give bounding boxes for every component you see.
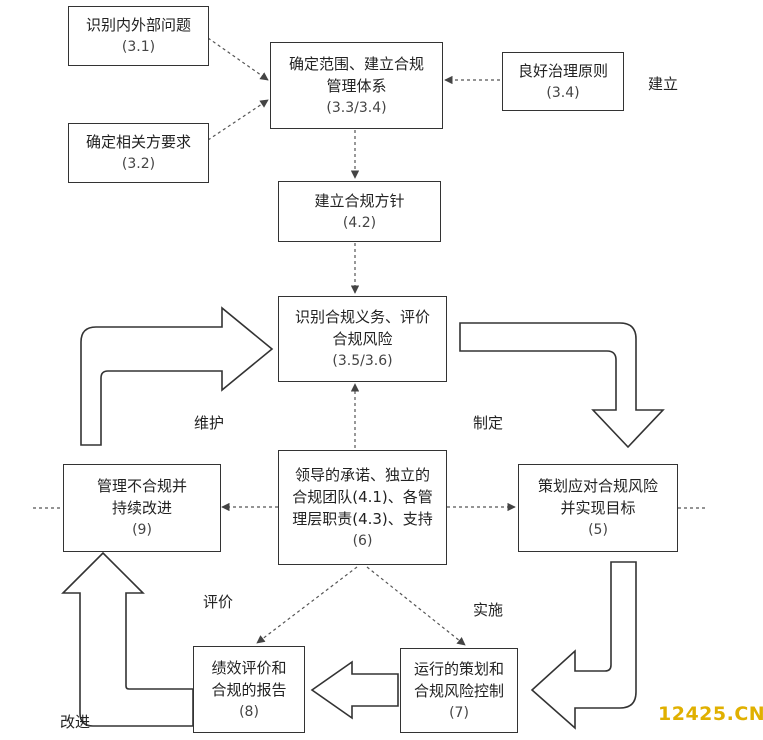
box-operation-control: 运行的策划和 合规风险控制 (7) xyxy=(400,648,518,733)
watermark-logo: 12425.CN xyxy=(658,703,763,725)
box-clause-number: (6) xyxy=(352,532,373,549)
label-formulate: 制定 xyxy=(473,414,504,432)
label-implement: 实施 xyxy=(473,601,504,619)
box-clause-number: (3.3/3.4) xyxy=(326,99,387,116)
maintain-bent-arrow xyxy=(80,306,274,446)
box-identify-issues: 识别内外部问题 (3.1) xyxy=(68,6,209,66)
box-line-1: 领导的承诺、独立的 xyxy=(294,465,430,484)
box-line-1: 确定范围、建立合规 xyxy=(288,54,424,73)
box-line-2: 合规风险控制 xyxy=(413,681,504,700)
implement-bent-arrow xyxy=(530,561,637,730)
box-leadership-support: 领导的承诺、独立的 合规团队(4.1)、各管 理层职责(4.3)、支持 (6) xyxy=(278,450,447,565)
formulate-bent-arrow xyxy=(459,322,665,449)
box-clause-number: (3.4) xyxy=(546,84,580,101)
box-clause-number: (5) xyxy=(588,522,608,538)
box-compliance-policy: 建立合规方针 (4.2) xyxy=(278,181,441,242)
box-stakeholder-requirements: 确定相关方要求 (3.2) xyxy=(68,123,209,183)
box-planning-objectives: 策划应对合规风险 并实现目标 (5) xyxy=(518,464,678,552)
arrow-32-to-33 xyxy=(207,99,269,141)
box-obligations-risk: 识别合规义务、评价 合规风险 (3.5/3.6) xyxy=(278,296,447,382)
box-line-2: 持续改进 xyxy=(111,499,172,517)
label-maintain: 维护 xyxy=(194,414,225,432)
box-clause-number: (4.2) xyxy=(342,214,377,231)
box-line-1: 策划应对合规风险 xyxy=(537,477,658,495)
box-line-2: 合规风险 xyxy=(332,330,393,348)
box-line-1: 运行的策划和 xyxy=(413,659,504,678)
label-establish: 建立 xyxy=(648,75,679,93)
box-line-2: 合规团队(4.1)、各管 xyxy=(292,487,433,506)
label-improve: 改进 xyxy=(60,713,91,731)
box-title: 建立合规方针 xyxy=(314,191,405,210)
box-clause-number: (9) xyxy=(132,522,152,538)
arrow-6-to-7 xyxy=(366,566,466,646)
box-clause-number: (3.2) xyxy=(121,156,156,172)
box-scope-system: 确定范围、建立合规 管理体系 (3.3/3.4) xyxy=(270,42,443,129)
box-line-3: 理层职责(4.3)、支持 xyxy=(292,509,433,528)
box-performance-evaluation: 绩效评价和 合规的报告 (8) xyxy=(193,646,305,733)
box-line-2: 合规的报告 xyxy=(211,680,287,699)
box-line-2: 并实现目标 xyxy=(560,499,636,517)
arrow-31-to-33 xyxy=(207,37,269,81)
box-clause-number: (3.5/3.6) xyxy=(332,353,393,369)
box-title: 识别内外部问题 xyxy=(85,16,191,34)
box-line-2: 管理体系 xyxy=(326,76,387,95)
box-clause-number: (8) xyxy=(239,703,259,720)
evaluate-straight-arrow xyxy=(310,660,399,720)
box-nonconformity-improvement: 管理不合规并 持续改进 (9) xyxy=(63,464,221,552)
box-line-1: 绩效评价和 xyxy=(211,658,287,677)
arrow-6-to-8 xyxy=(256,566,358,644)
improve-bent-arrow xyxy=(61,551,194,727)
label-evaluate: 评价 xyxy=(203,593,234,611)
box-title: 良好治理原则 xyxy=(517,61,608,80)
box-line-1: 管理不合规并 xyxy=(96,477,187,495)
box-clause-number: (7) xyxy=(449,704,469,721)
box-title: 确定相关方要求 xyxy=(85,133,191,151)
box-governance-principles: 良好治理原则 (3.4) xyxy=(502,52,624,111)
box-clause-number: (3.1) xyxy=(121,39,156,55)
box-line-1: 识别合规义务、评价 xyxy=(294,308,430,326)
